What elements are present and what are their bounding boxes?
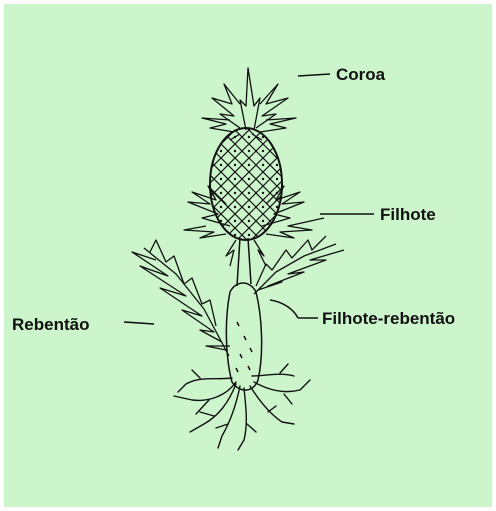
- rebentao-shoot: [132, 240, 230, 356]
- pineapple-plant-diagram: Coroa Filhote Rebentão Filhote-rebentão: [4, 4, 492, 507]
- label-coroa: Coroa: [336, 65, 386, 84]
- label-filhote-rebentao: Filhote-rebentão: [322, 309, 455, 328]
- pineapple-fruit: [210, 128, 282, 240]
- filhote-rebentao-shoot: [254, 236, 344, 294]
- rebentao-pointer: [124, 322, 154, 324]
- label-rebentao: Rebentão: [12, 315, 89, 334]
- label-filhote: Filhote: [380, 205, 436, 224]
- coroa-pointer: [298, 74, 330, 76]
- roots: [174, 364, 310, 450]
- filhote-rebentao-pointer: [270, 300, 318, 318]
